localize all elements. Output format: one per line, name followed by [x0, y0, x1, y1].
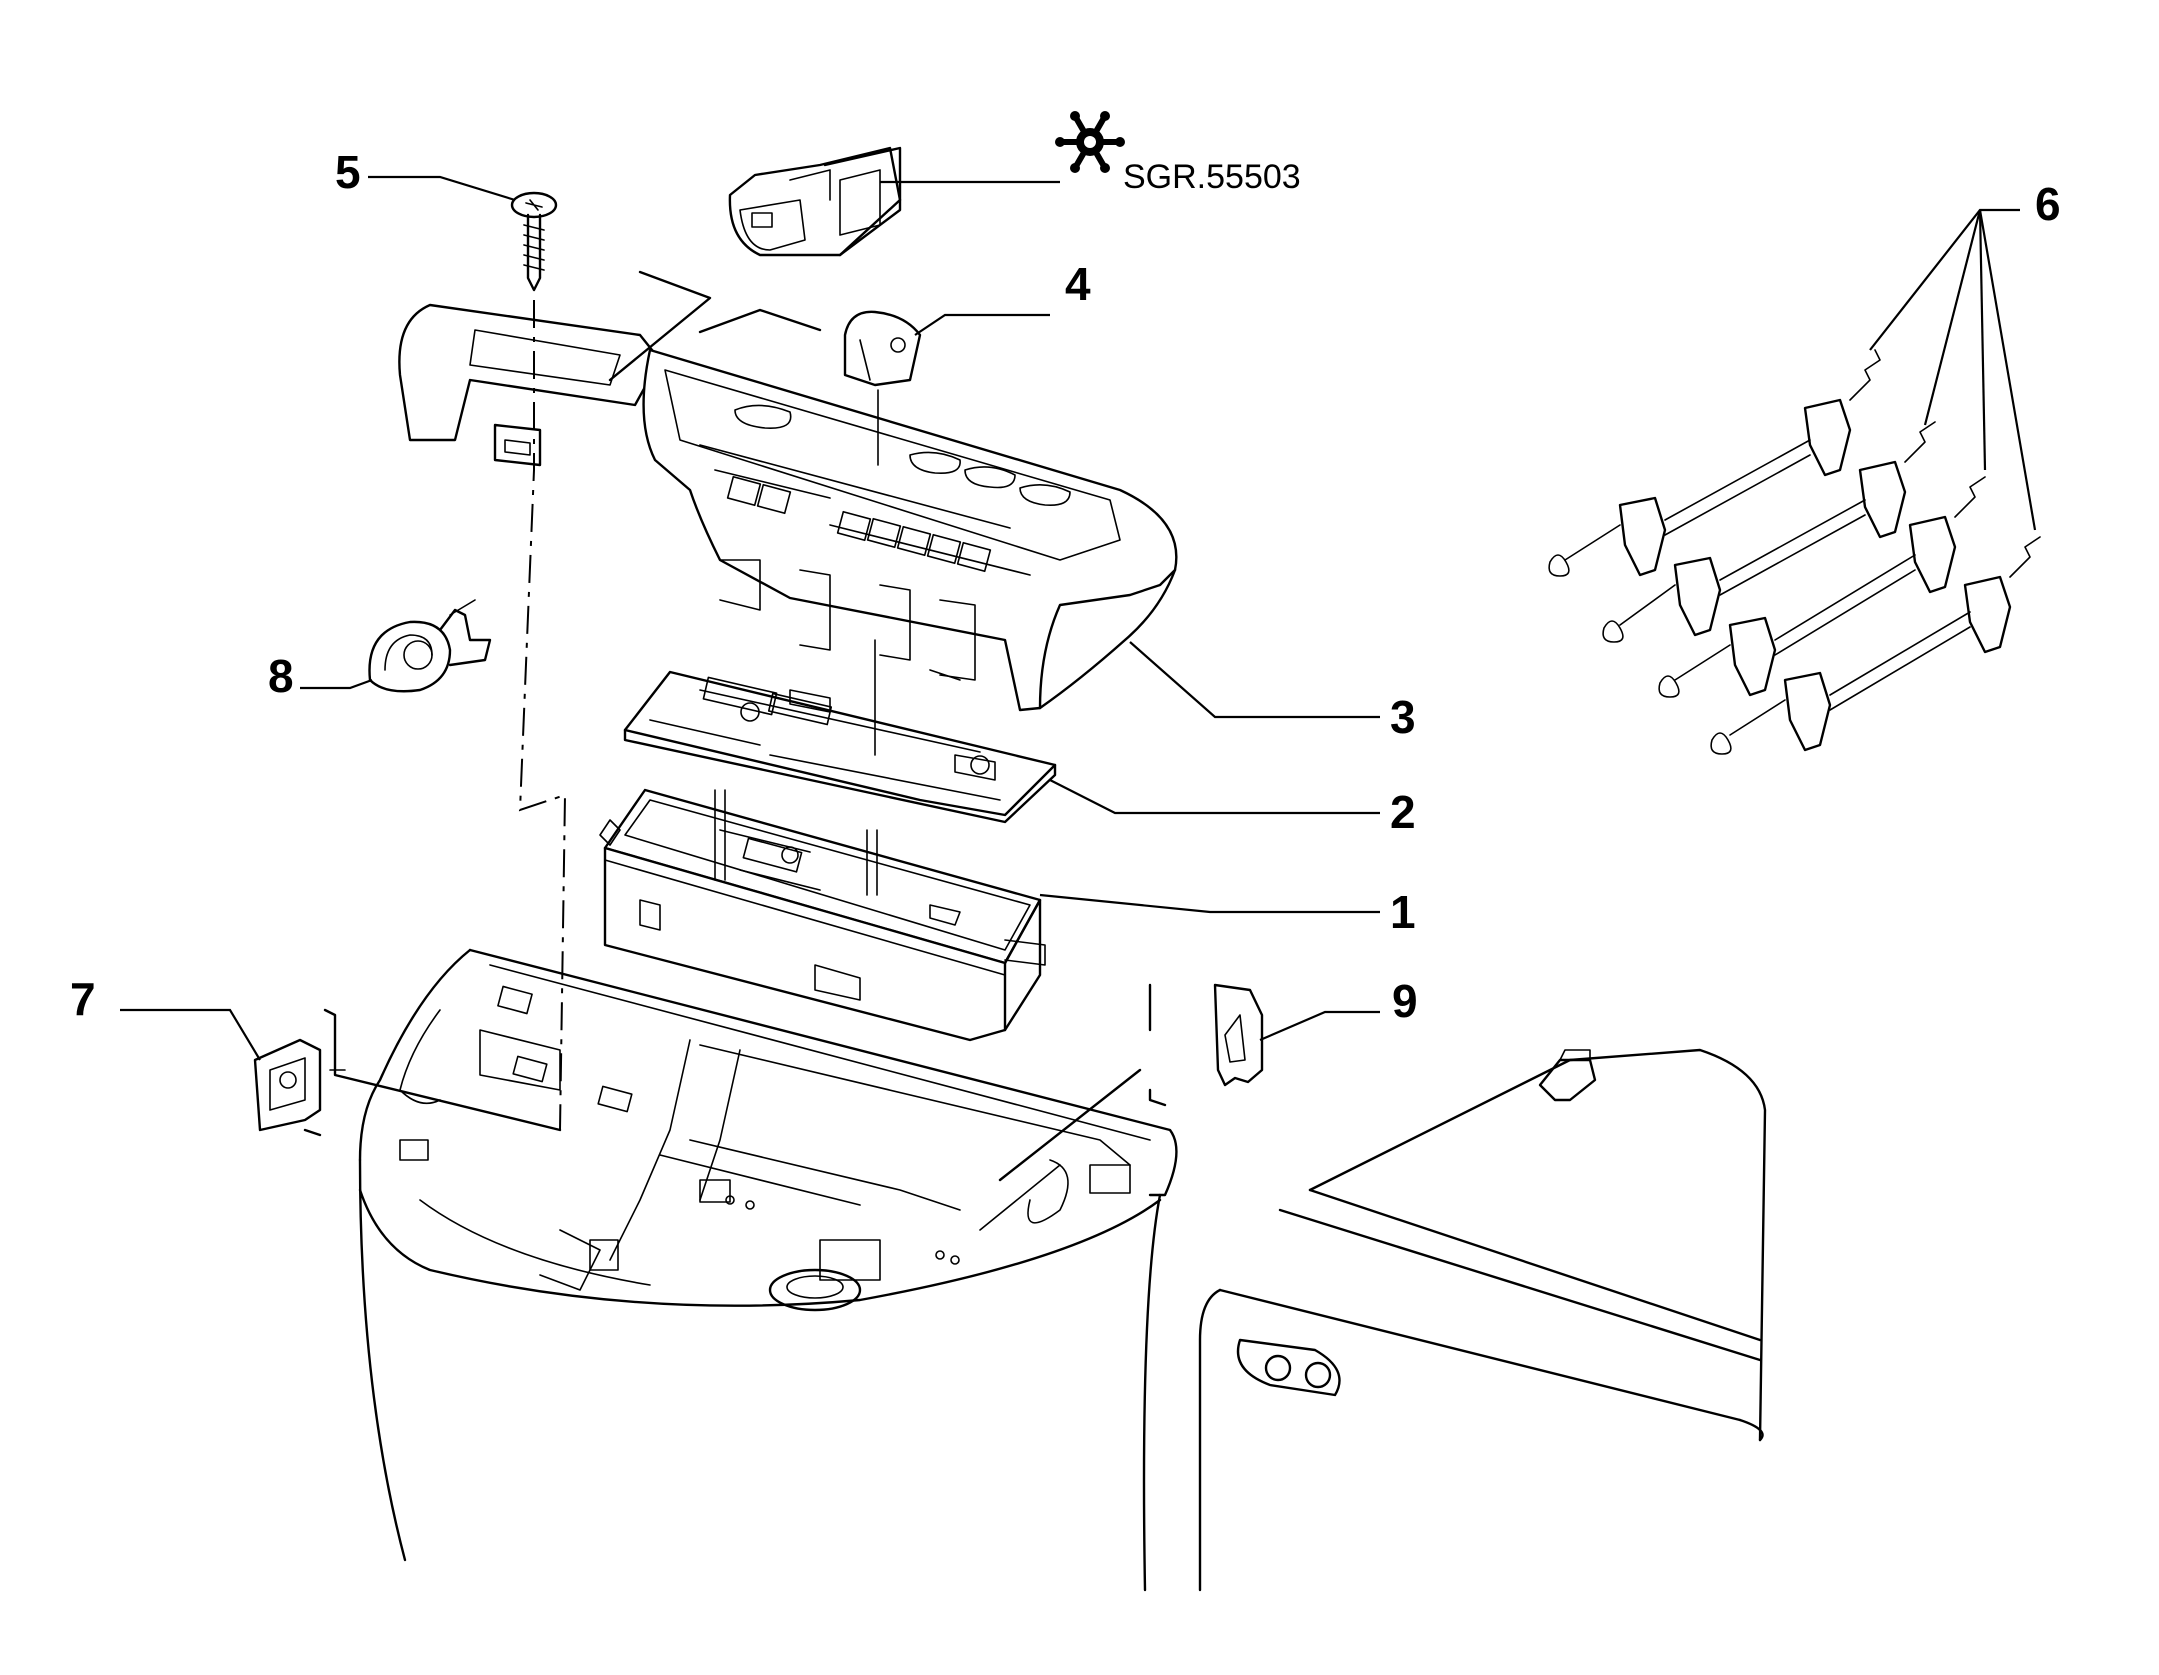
leader-lines: [120, 175, 2037, 1061]
leader-1: [1039, 893, 1380, 914]
part-5-screw: [510, 191, 558, 292]
callout-8: 8: [268, 650, 294, 702]
leader-6d: [1978, 209, 2037, 531]
leader-9: [1259, 1010, 1380, 1042]
snowflake-icon: [1055, 111, 1125, 173]
callout-7: 7: [70, 973, 96, 1025]
harness-d: [1710, 536, 2041, 755]
leader-6b: [1923, 209, 1982, 426]
side-vent: [1236, 1338, 1341, 1397]
dashboard-console-base: [358, 948, 1767, 1592]
leader-3: [1129, 641, 1380, 719]
part-3-control-fascia: [398, 270, 1178, 712]
screw-axis-line: [518, 300, 567, 1131]
part-2-circuit-board: [623, 639, 1057, 824]
callout-4: 4: [1065, 258, 1091, 310]
callout-labels: 5 4 6 3 2 1 7 8 9 SGR.55503: [70, 146, 2061, 1027]
leader-6c: [1978, 209, 1987, 471]
leader-8: [300, 678, 373, 690]
part-4-clip: [843, 310, 922, 466]
part-9-bracket: [998, 983, 1264, 1182]
harness-c: [1658, 476, 1986, 698]
callout-6: 6: [2035, 178, 2061, 230]
leader-6a: [1869, 208, 2020, 351]
leader-4: [914, 313, 1050, 336]
reference-switch: [728, 146, 902, 257]
leader-2: [1049, 779, 1380, 815]
reference-code: SGR.55503: [1123, 158, 1301, 196]
callout-1: 1: [1390, 886, 1416, 938]
callout-5: 5: [335, 146, 361, 198]
part-1-housing-tray: [599, 788, 1046, 1042]
callout-9: 9: [1392, 975, 1418, 1027]
leader-5: [368, 175, 516, 202]
harness-a: [1548, 349, 1881, 577]
leader-7: [120, 1008, 261, 1061]
part-7-clip: [253, 1008, 562, 1137]
part-8-bulb: [368, 599, 492, 693]
callout-3: 3: [1390, 691, 1416, 743]
part-6-cable-harness-set: [1548, 349, 2041, 755]
callout-2: 2: [1390, 786, 1416, 838]
harness-b: [1602, 421, 1936, 643]
